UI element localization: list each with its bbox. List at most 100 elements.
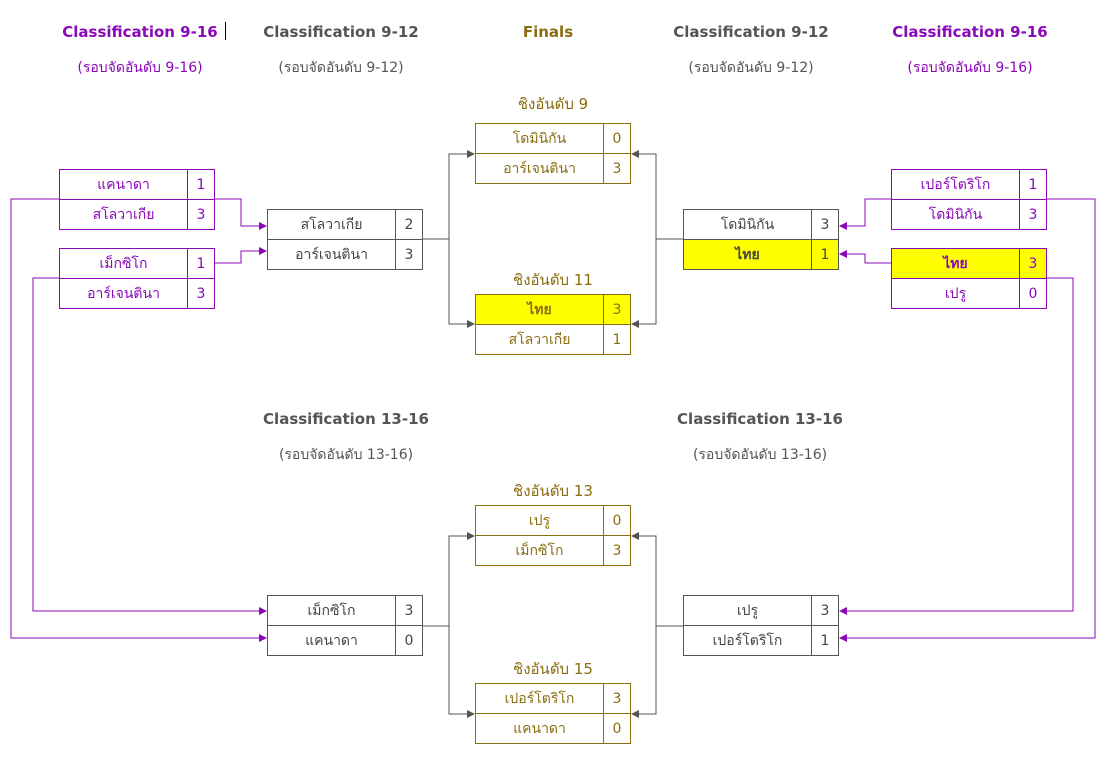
team-row: เม็กซิโก 3 — [267, 595, 423, 626]
header-lower-right-subtitle: (รอบจัดอันดับ 13-16) — [692, 447, 828, 463]
team-score: 3 — [612, 542, 622, 559]
team-row-highlighted: ไทย 3 — [475, 294, 631, 325]
team-row: แคนาดา 0 — [267, 625, 423, 656]
team-score: 1 — [196, 255, 206, 272]
team-name: สโลวาเกีย — [60, 200, 188, 229]
team-row: เปรู 0 — [475, 505, 631, 536]
team-name: เม็กซิโก — [476, 536, 604, 565]
connector-ll-to-f15 — [448, 626, 475, 718]
team-score: 0 — [404, 632, 414, 649]
team-name: อาร์เจนตินา — [60, 279, 188, 308]
team-score: 3 — [612, 160, 622, 177]
team-score: 3 — [612, 690, 622, 707]
team-name: เปอร์โตริโก — [684, 626, 812, 655]
team-score: 3 — [820, 602, 830, 619]
team-name: สโลวาเกีย — [476, 325, 604, 354]
team-score: 1 — [1028, 176, 1038, 193]
team-row: โดมินิกัน 3 — [683, 209, 839, 240]
team-score: 3 — [404, 602, 414, 619]
connector-r1-winner — [839, 198, 891, 230]
team-row: แคนาดา 0 — [475, 713, 631, 744]
connector-r2-winner — [839, 250, 891, 264]
team-score: 1 — [820, 246, 830, 263]
team-name: เปรู — [684, 596, 812, 625]
team-row: อาร์เจนตินา 3 — [267, 239, 423, 270]
match-lower-left: เม็กซิโก 3 แคนาดา 0 — [267, 595, 423, 657]
match-place9: โดมินิกัน 0 อาร์เจนตินา 3 — [475, 123, 631, 185]
team-score: 3 — [820, 216, 830, 233]
team-score: 3 — [404, 246, 414, 263]
team-score: 3 — [196, 285, 206, 302]
header-lower-right-title: Classification 13-16 — [677, 410, 843, 428]
team-row: เปรู 3 — [683, 595, 839, 626]
connector-r1-loser — [839, 198, 1096, 642]
team-name: อาร์เจนตินา — [476, 154, 604, 183]
connector-ll-to-f13 — [423, 532, 475, 627]
team-name: แคนาดา — [268, 626, 396, 655]
header-col2-title: Classification 9-12 — [263, 23, 419, 41]
round-title-place9: ชิงอันดับ 9 — [517, 95, 589, 113]
team-name: เปรู — [476, 506, 604, 535]
team-row: เม็กซิโก 1 — [59, 248, 215, 279]
team-score: 0 — [612, 512, 622, 529]
header-lower-left-title: Classification 13-16 — [263, 410, 429, 428]
team-name: เม็กซิโก — [268, 596, 396, 625]
team-score: 0 — [612, 720, 622, 737]
team-name: ไทย — [892, 249, 1020, 278]
team-name: แคนาดา — [476, 714, 604, 743]
match-place13: เปรู 0 เม็กซิโก 3 — [475, 505, 631, 567]
team-row: เม็กซิโก 3 — [475, 535, 631, 566]
team-score: 1 — [196, 176, 206, 193]
round-title-place13: ชิงอันดับ 13 — [513, 482, 593, 500]
team-name: เปอร์โตริโก — [476, 684, 604, 713]
team-score: 1 — [820, 632, 830, 649]
header-col5-subtitle: (รอบจัดอันดับ 9-16) — [907, 60, 1033, 76]
team-row-highlighted: ไทย 1 — [683, 239, 839, 270]
team-name: โดมินิกัน — [684, 210, 812, 239]
team-row: โดมินิกัน 0 — [475, 123, 631, 154]
connector-r2-loser — [839, 277, 1074, 615]
team-row: เปรู0 — [891, 278, 1047, 309]
team-row: แคนาดา 1 — [59, 169, 215, 200]
team-name: เปรู — [892, 279, 1020, 308]
connector-sr-to-f11 — [631, 239, 657, 328]
connector-l2-loser — [32, 277, 267, 615]
team-score: 0 — [612, 130, 622, 147]
match-semi-left: สโลวาเกีย 2 อาร์เจนตินา 3 — [267, 209, 423, 271]
match-lower-right: เปรู 3 เปอร์โตริโก 1 — [683, 595, 839, 657]
connector-lr-to-f13 — [631, 532, 683, 627]
header-col3-title: Finals — [522, 23, 574, 41]
match-r1: เปอร์โตริโก 1 โดมินิกัน 3 — [891, 169, 1047, 231]
team-score: 2 — [404, 216, 414, 233]
team-name: อาร์เจนตินา — [268, 240, 396, 269]
team-name: ไทย — [684, 240, 812, 269]
team-name: เปอร์โตริโก — [892, 170, 1020, 199]
team-name: โดมินิกัน — [892, 200, 1020, 229]
header-lower-left-subtitle: (รอบจัดอันดับ 13-16) — [278, 447, 414, 463]
match-l2: เม็กซิโก 1 อาร์เจนตินา 3 — [59, 248, 215, 310]
team-score: 3 — [1028, 255, 1038, 272]
team-score: 3 — [196, 206, 206, 223]
round-title-place11: ชิงอันดับ 11 — [513, 271, 593, 289]
team-row: โดมินิกัน 3 — [891, 199, 1047, 230]
header-col4-subtitle: (รอบจัดอันดับ 9-12) — [688, 60, 814, 76]
connector-l1-winner — [215, 198, 267, 230]
team-name: ไทย — [476, 295, 604, 324]
team-name: เม็กซิโก — [60, 249, 188, 278]
team-name: โดมินิกัน — [476, 124, 604, 153]
connector-sl-to-f9 — [423, 150, 475, 240]
header-col1-title: Classification 9-16 — [62, 23, 218, 41]
header-col2-subtitle: (รอบจัดอันดับ 9-12) — [278, 60, 404, 76]
team-name: สโลวาเกีย — [268, 210, 396, 239]
team-score: 3 — [1028, 206, 1038, 223]
team-score: 3 — [612, 301, 622, 318]
header-col4-title: Classification 9-12 — [673, 23, 829, 41]
team-row: สโลวาเกีย 3 — [59, 199, 215, 230]
round-title-place15: ชิงอันดับ 15 — [513, 660, 593, 678]
team-name: แคนาดา — [60, 170, 188, 199]
connector-lr-to-f15 — [631, 626, 657, 718]
team-row: เปอร์โตริโก 1 — [891, 169, 1047, 200]
